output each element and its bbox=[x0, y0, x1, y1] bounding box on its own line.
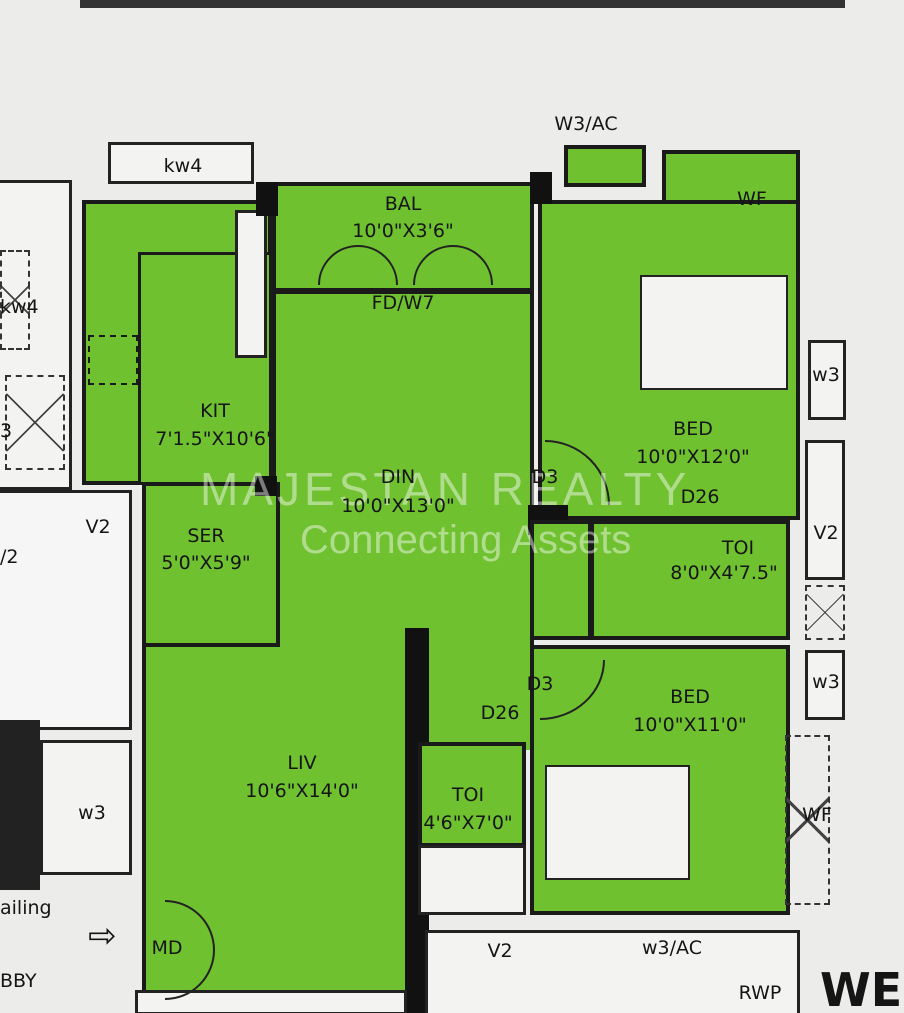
fd-w7-label: FD/W7 bbox=[371, 292, 435, 314]
kit-name: KIT bbox=[200, 400, 230, 422]
d3-lower-label: D3 bbox=[526, 673, 554, 695]
window-shaft bbox=[0, 250, 30, 350]
toi-1-size: 8'0"X4'7.5" bbox=[670, 562, 778, 584]
left-3-label: 3 bbox=[0, 420, 13, 442]
bed-1-size: 10'0"X12'0" bbox=[636, 446, 750, 468]
stove-icon bbox=[88, 335, 138, 385]
passage bbox=[410, 660, 535, 750]
toi-1-name: TOI bbox=[721, 537, 755, 559]
watermark-title: MAJESTAN REALTY bbox=[200, 463, 691, 515]
bed-icon bbox=[640, 275, 788, 390]
passage-bed1 bbox=[530, 520, 592, 640]
top-border bbox=[80, 0, 845, 8]
kit-size: 7'1.5"X10'6" bbox=[155, 428, 275, 450]
w3-right-label-2: w3 bbox=[812, 671, 840, 693]
v2-right-label: V2 bbox=[813, 522, 839, 544]
wf-top-label: WF bbox=[737, 188, 767, 210]
bed-1-name: BED bbox=[673, 418, 713, 440]
v2-window bbox=[805, 440, 845, 580]
bottom-balcony bbox=[425, 930, 800, 1013]
column bbox=[255, 476, 277, 496]
bal-size: 10'0"X3'6" bbox=[352, 220, 454, 242]
w3-right-label: w3 bbox=[812, 364, 840, 386]
room-toi-2 bbox=[418, 742, 526, 847]
column bbox=[530, 172, 552, 204]
room-ser bbox=[142, 482, 280, 647]
bed-2-size: 10'0"X11'0" bbox=[633, 714, 747, 736]
rwp-label: RWP bbox=[738, 982, 782, 1004]
w3ac-ledge bbox=[564, 145, 646, 187]
din-name: DIN bbox=[380, 466, 416, 488]
watermark-tagline: Connecting Assets bbox=[300, 518, 632, 562]
railing-label: ailing bbox=[0, 897, 52, 919]
ser-name: SER bbox=[187, 525, 225, 547]
ser-size: 5'0"X5'9" bbox=[161, 552, 251, 574]
liv-size: 10'6"X14'0" bbox=[245, 780, 359, 802]
left-wall bbox=[0, 720, 40, 890]
w3ac-bottom-label: w3/AC bbox=[642, 937, 702, 959]
duct-shaft bbox=[5, 375, 65, 470]
shaft bbox=[805, 585, 845, 640]
kw4-label: kw4 bbox=[163, 155, 203, 177]
din-size: 10'0"X13'0" bbox=[341, 495, 455, 517]
kit-counter bbox=[235, 210, 267, 358]
w3-window-left bbox=[40, 740, 132, 875]
d3-upper-label: D3 bbox=[531, 466, 559, 488]
bed-icon bbox=[545, 765, 690, 880]
v2-left-label-2: /2 bbox=[0, 546, 19, 568]
toi-2-size: 4'6"X7'0" bbox=[423, 812, 513, 834]
d26-lower-label: D26 bbox=[480, 702, 520, 724]
v2-bottom-label: V2 bbox=[487, 940, 513, 962]
w3-left-label: w3 bbox=[78, 802, 106, 824]
we-label: WE bbox=[820, 963, 903, 1013]
lobby-label: BBY bbox=[0, 970, 37, 992]
entry-arrow-icon: ⇨ bbox=[88, 916, 117, 956]
wf-wardrobe bbox=[785, 735, 830, 905]
md-label: MD bbox=[151, 937, 183, 959]
column bbox=[256, 182, 278, 216]
v2-left-label: V2 bbox=[85, 516, 111, 538]
bal-name: BAL bbox=[384, 193, 422, 215]
bed-2-name: BED bbox=[670, 686, 710, 708]
w3-window bbox=[808, 340, 846, 420]
wf-right-label: WF bbox=[802, 804, 832, 826]
room-liv bbox=[142, 640, 412, 995]
toi-2-name: TOI bbox=[451, 784, 485, 806]
kw4-window bbox=[108, 142, 254, 184]
toi-2-duct bbox=[418, 845, 526, 915]
w3-window bbox=[805, 650, 845, 720]
kw4-left-label: kw4 bbox=[0, 296, 39, 318]
w3ac-top-label: W3/AC bbox=[554, 113, 618, 135]
liv-name: LIV bbox=[287, 752, 317, 774]
room-toi-1 bbox=[590, 520, 790, 640]
neighbour-room bbox=[0, 490, 132, 730]
room-din bbox=[272, 290, 534, 645]
d26-upper-label: D26 bbox=[680, 486, 720, 508]
